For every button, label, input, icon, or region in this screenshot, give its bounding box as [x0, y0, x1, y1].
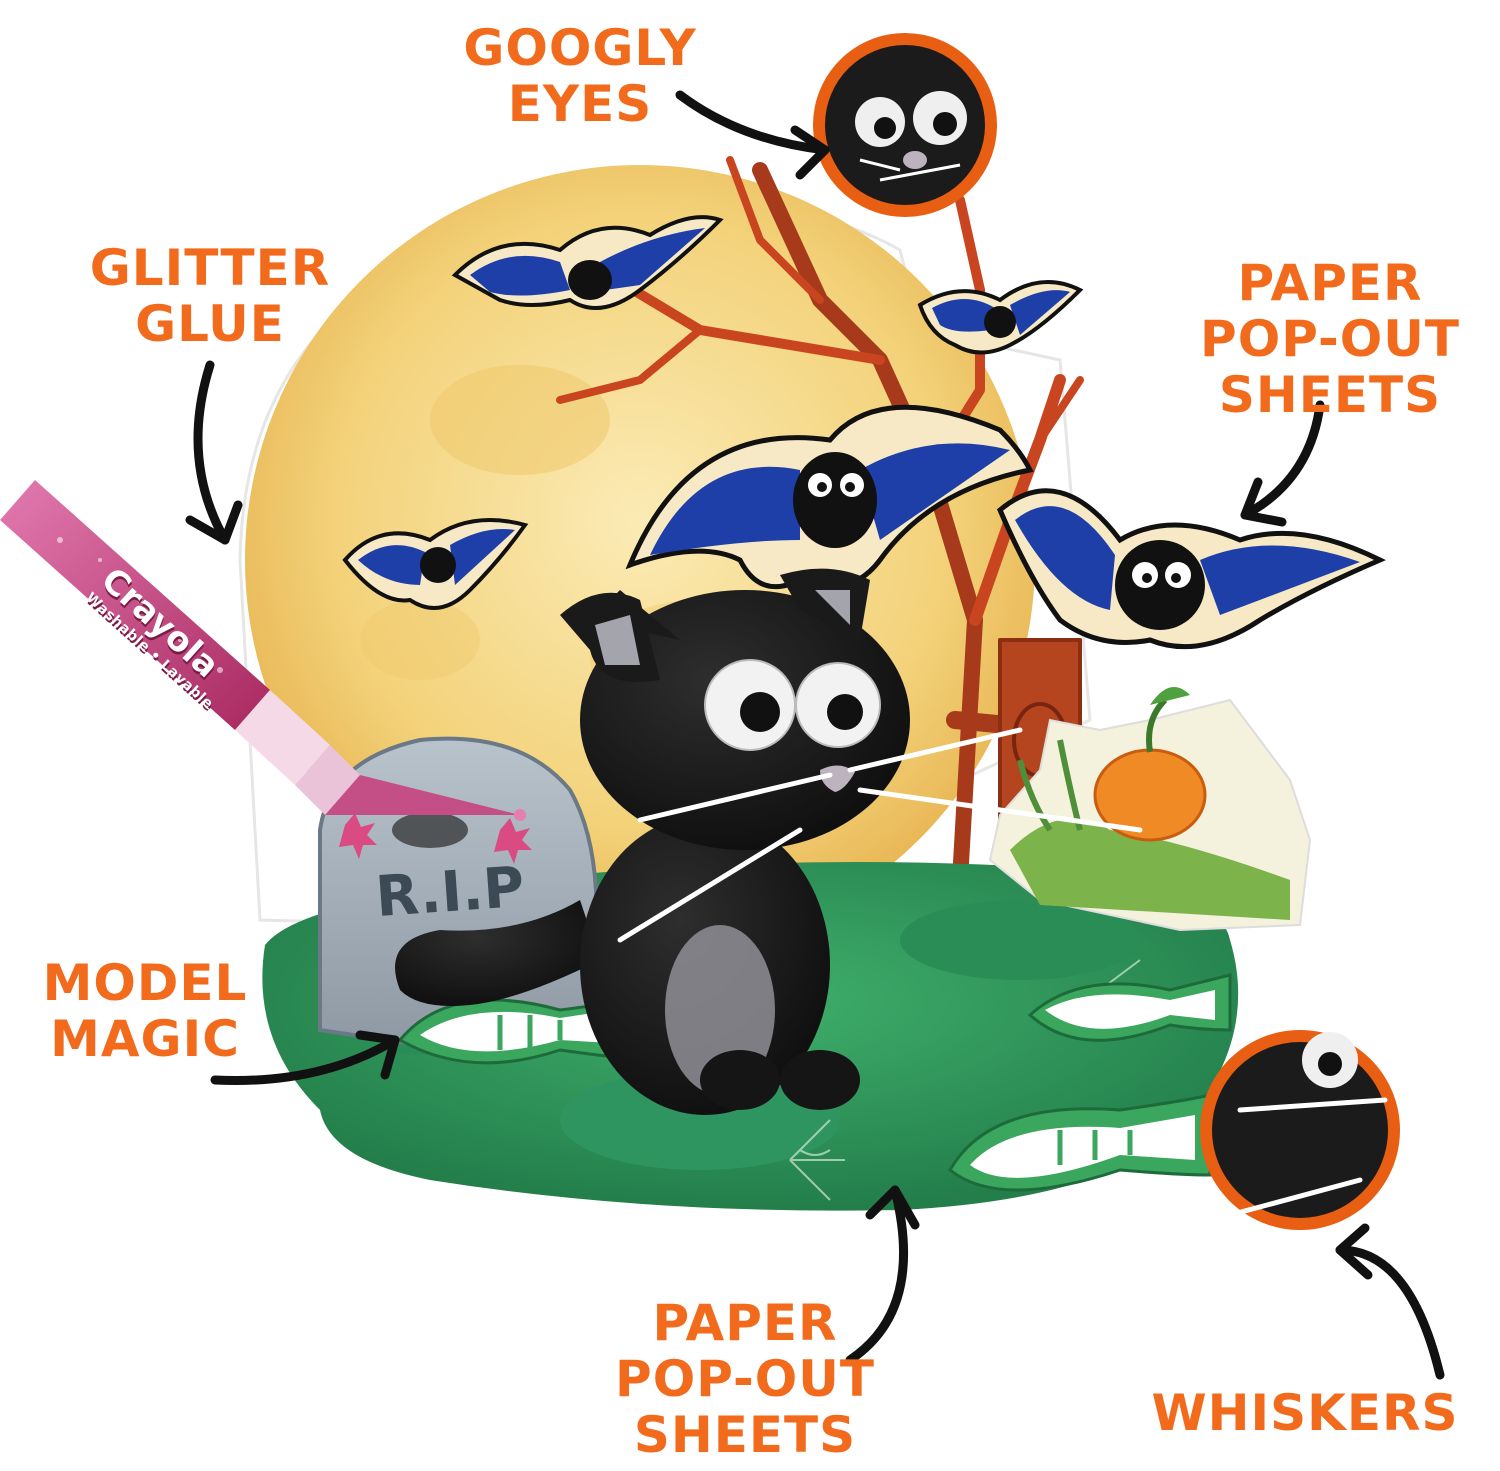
bat-2	[917, 280, 1084, 355]
label-model-magic-line-1: MODEL	[42, 954, 248, 1012]
label-whiskers: WHISKERS	[1130, 1385, 1480, 1441]
label-model-magic: MODEL MAGIC	[20, 955, 270, 1067]
bat-4	[342, 518, 529, 610]
fish-bone-2	[1027, 973, 1232, 1042]
googly-eyes-inset	[813, 33, 997, 217]
label-paper-popout-right-line-1: PAPER	[1237, 254, 1423, 312]
label-glitter-glue-line-1: GLITTER	[89, 239, 331, 297]
label-googly-eyes-line-2: EYES	[507, 75, 653, 133]
label-paper-popout-bottom: PAPER POP-OUT SHEETS	[575, 1295, 915, 1463]
glitter-glue-tube	[0, 480, 526, 821]
label-whiskers-line-1: WHISKERS	[1151, 1384, 1459, 1442]
label-paper-popout-right-line-3: SHEETS	[1218, 366, 1442, 424]
model-magic-cat	[395, 568, 1143, 1115]
label-model-magic-line-2: MAGIC	[50, 1010, 240, 1068]
arrow-glitter-glue	[193, 360, 230, 545]
arrow-paper-right	[1240, 400, 1325, 520]
fish-bone-3	[948, 1093, 1212, 1192]
label-paper-popout-bottom-line-3: SHEETS	[633, 1406, 857, 1464]
label-paper-popout-right-line-2: POP-OUT	[1200, 310, 1460, 368]
label-paper-popout-bottom-line-1: PAPER	[652, 1294, 838, 1352]
label-paper-popout-right: PAPER POP-OUT SHEETS	[1180, 255, 1480, 423]
bat-5	[996, 488, 1386, 650]
label-googly-eyes: GOOGLY EYES	[430, 20, 730, 132]
tombstone-text: R.I.P	[373, 854, 527, 931]
whiskers-inset	[1200, 1030, 1400, 1230]
bat-3	[625, 404, 1034, 590]
arrow-whiskers	[1335, 1245, 1445, 1380]
arrow-googly-eyes	[675, 90, 830, 155]
label-googly-eyes-line-1: GOOGLY	[463, 19, 697, 77]
label-paper-popout-bottom-line-2: POP-OUT	[615, 1350, 875, 1408]
pumpkin-popout	[988, 687, 1312, 932]
arrow-model-magic	[210, 1035, 400, 1085]
callout-arrows	[185, 90, 1445, 1380]
bat-1	[451, 215, 724, 310]
label-glitter-glue-line-2: GLUE	[135, 295, 285, 353]
label-glitter-glue: GLITTER GLUE	[55, 240, 365, 352]
arrow-paper-bottom	[845, 1185, 909, 1365]
